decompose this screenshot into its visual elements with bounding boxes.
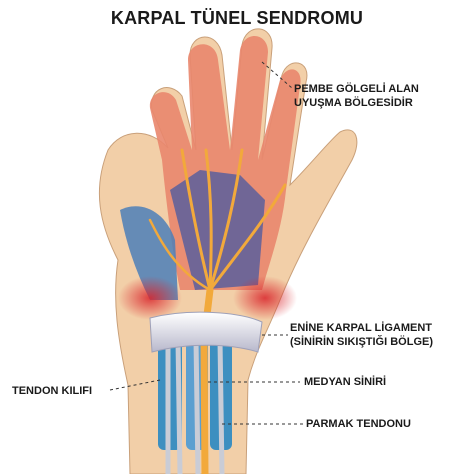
numbness-zone-label-line1: PEMBE GÖLGELİ ALAN bbox=[294, 83, 419, 95]
leader-numb-zone bbox=[261, 61, 293, 89]
numbness-zone-label: PEMBE GÖLGELİ ALAN UYUŞMA BÖLGESİDİR bbox=[294, 82, 419, 110]
inflammation-right bbox=[233, 276, 297, 320]
ligament-label-line2: (SİNİRİN SIKIŞTIĞI BÖLGE) bbox=[290, 336, 434, 348]
leader-tendon-sheath bbox=[109, 379, 161, 391]
thumb-muscle bbox=[120, 206, 178, 300]
page-title: KARPAL TÜNEL SENDROMU bbox=[110, 8, 364, 28]
ligament-label-line1: ENİNE KARPAL LİGAMENT bbox=[290, 322, 432, 334]
median-nerve bbox=[148, 148, 287, 474]
tendon-sheath-label: TENDON KILIFI bbox=[12, 385, 93, 397]
finger-tendons bbox=[165, 337, 225, 474]
transverse-carpal-ligament bbox=[149, 311, 263, 353]
inflammation-left bbox=[118, 276, 182, 320]
median-nerve-label: MEDYAN SİNİRİ bbox=[304, 376, 387, 388]
ligament-label: ENİNE KARPAL LİGAMENT (SİNİRİN SIKIŞTIĞI… bbox=[290, 321, 433, 349]
numbness-zone-label-line2: UYUŞMA BÖLGESİDİR bbox=[294, 97, 413, 109]
palm-deep-tissue bbox=[170, 170, 265, 290]
finger-tendon-label: PARMAK TENDONU bbox=[306, 418, 411, 430]
